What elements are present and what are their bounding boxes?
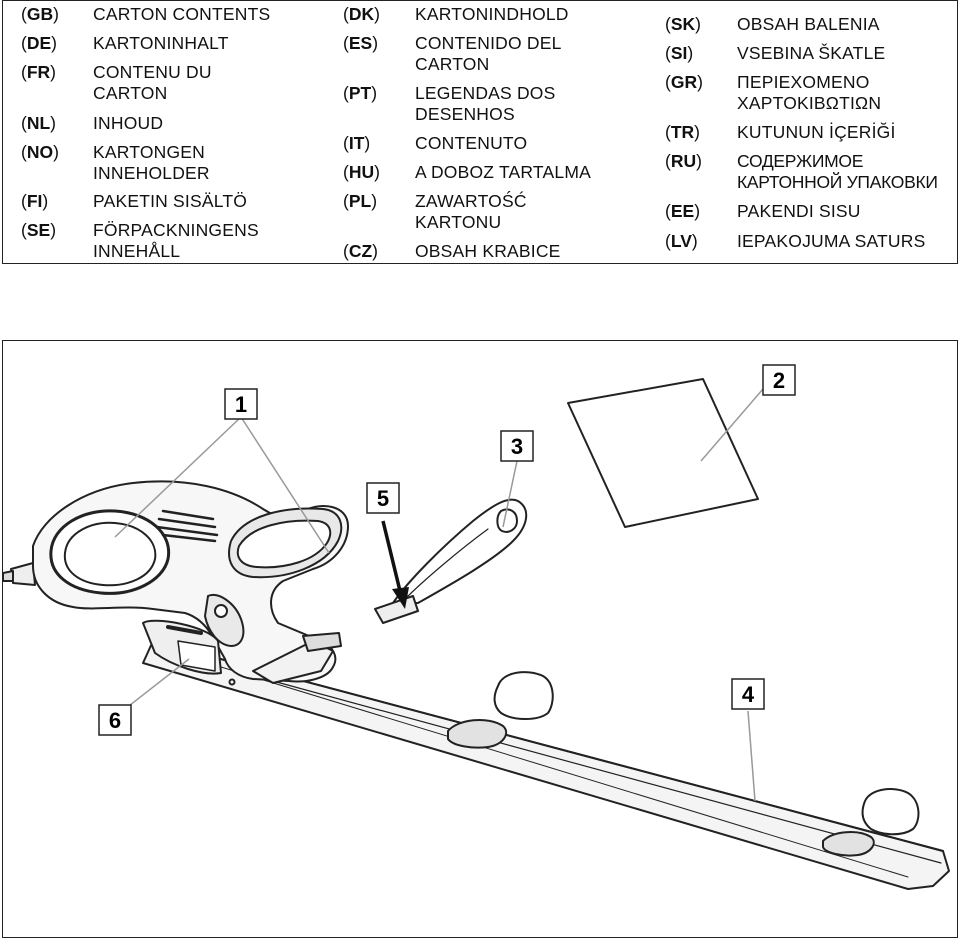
lang-code-it: (IT)	[343, 133, 371, 153]
callout-1: 1	[224, 388, 258, 420]
label-de: KARTONINHALT	[93, 33, 229, 53]
label-hu: A DOBOZ TARTALMA	[415, 162, 591, 182]
label-ee: PAKENDI SISU	[737, 201, 861, 221]
handle-bar	[142, 640, 950, 890]
lang-code-hu: (HU)	[343, 162, 380, 182]
lang-code-gb: (GB)	[21, 4, 59, 24]
lang-code-dk: (DK)	[343, 4, 380, 24]
lang-code-gr: (GR)	[665, 72, 703, 92]
label-gb: CARTON CONTENTS	[93, 4, 271, 24]
lang-code-de: (DE)	[21, 33, 57, 53]
callout-3: 3	[500, 430, 534, 462]
lang-code-pl: (PL)	[343, 191, 378, 211]
lang-code-sk: (SK)	[665, 14, 701, 34]
label-tr: KUTUNUN İÇERİĞİ	[737, 122, 896, 142]
lang-code-cz: (CZ)	[343, 241, 378, 261]
label-sk: OBSAH BALENIA	[737, 14, 880, 34]
callout-6: 6	[98, 704, 132, 736]
instruction-manual	[567, 378, 759, 528]
lang-code-ru: (RU)	[665, 151, 702, 171]
carton-contents-legend: (GB) CARTON CONTENTS (DE) KARTONINHALT (…	[2, 0, 958, 264]
label-nl: INHOUD	[93, 113, 164, 133]
callout-4: 4	[731, 678, 765, 710]
label-dk: KARTONINDHOLD	[415, 4, 569, 24]
illustration-svg: 1 2 3 4 5 6	[3, 364, 950, 890]
contents-illustration: 1 2 3 4 5 6	[2, 340, 958, 938]
lang-code-nl: (NL)	[21, 113, 56, 133]
lang-code-pt: (PT)	[343, 83, 378, 103]
label-cz: OBSAH KRABICE	[415, 241, 561, 261]
callout-3-label: 3	[511, 434, 523, 459]
lang-code-es: (ES)	[343, 33, 379, 53]
leader-lines	[114, 388, 764, 802]
callout-5: 5	[366, 482, 400, 514]
lang-code-se: (SE)	[21, 220, 57, 240]
lang-code-si: (SI)	[665, 43, 694, 63]
lang-code-ee: (EE)	[665, 201, 701, 221]
label-si: VSEBINA ŠKATLE	[737, 43, 886, 63]
label-lv: IEPAKOJUMA SATURS	[737, 231, 926, 251]
motor-unit	[3, 480, 349, 684]
callout-2: 2	[762, 364, 796, 396]
lang-code-lv: (LV)	[665, 231, 698, 251]
callout-2-label: 2	[773, 368, 785, 393]
callout-5-label: 5	[377, 486, 389, 511]
label-fi: PAKETIN SISÄLTÖ	[93, 191, 248, 211]
shoulder-strap	[374, 498, 528, 624]
callout-4-label: 4	[742, 682, 755, 707]
callout-1-label: 1	[235, 392, 247, 417]
label-it: CONTENUTO	[415, 133, 528, 153]
lang-code-fi: (FI)	[21, 191, 49, 211]
arrow-5	[381, 520, 409, 609]
callout-6-label: 6	[109, 708, 121, 733]
lang-code-tr: (TR)	[665, 122, 700, 142]
lang-code-fr: (FR)	[21, 62, 56, 82]
lang-code-no: (NO)	[21, 142, 59, 162]
